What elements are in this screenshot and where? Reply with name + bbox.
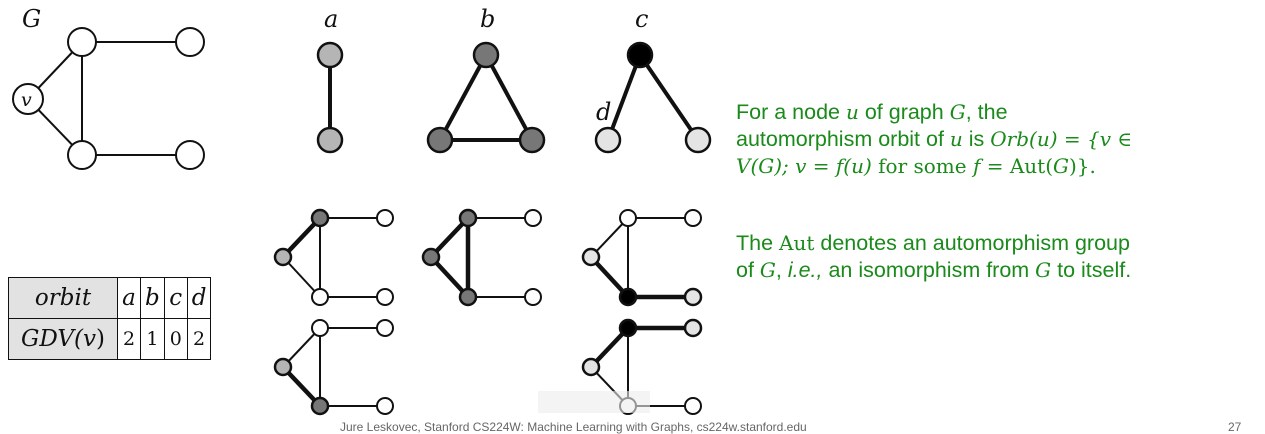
slide-footer: Jure Leskovec, Stanford CS224W: Machine … <box>340 420 807 434</box>
graphlet-label-a: a <box>324 5 338 33</box>
gdv-b: 1 <box>140 318 165 360</box>
gdv-c: 0 <box>163 318 188 360</box>
node <box>67 27 97 57</box>
gdv-header-prefix: GDV( <box>21 326 83 352</box>
graphlet-a: a <box>316 5 344 154</box>
aut-line-1: The Aut denotes an automorphism group <box>736 231 1130 255</box>
definition-line-1: For a node u of graph G, the <box>736 100 1008 124</box>
graphlet-b: b <box>426 5 546 154</box>
orbit-b: b <box>140 277 165 319</box>
orbit-d: d <box>186 277 212 319</box>
graphlet-label-c: c <box>635 5 648 33</box>
embedding-b <box>421 208 542 307</box>
definition-line-2: automorphism orbit of u is Orb(u) = {v ∈ <box>736 127 1133 151</box>
gdv-a: 2 <box>117 318 141 360</box>
watermark <box>538 391 650 413</box>
orbit-gdv-table: orbit a b c d GDV(v) 2 1 0 2 <box>8 277 212 360</box>
vertex-label-v: v <box>21 89 32 111</box>
gdv-header: GDV(v) <box>8 318 118 360</box>
embedding-d-1 <box>581 209 703 307</box>
table-row-gdv: GDV(v) 2 1 0 2 <box>8 318 212 360</box>
node <box>175 27 205 57</box>
definition-line-3: V(G); v = f(u) for some f = Aut(G)}. <box>736 154 1096 178</box>
orbit-header: orbit <box>8 277 118 319</box>
graphlet-label-b: b <box>480 5 495 33</box>
orbit-c: c <box>163 277 188 319</box>
orbit-a: a <box>117 277 141 319</box>
gdv-d: 2 <box>186 318 212 360</box>
graph-g: G v <box>12 5 205 170</box>
embedding-a-2 <box>273 319 394 416</box>
graphlet-label-d: d <box>596 98 611 126</box>
orbit-definition: For a node u of graph G, the automorphis… <box>736 99 1261 180</box>
aut-definition: The Aut denotes an automorphism group of… <box>736 230 1261 284</box>
aut-line-2: of G, i.e., an isomorphism from G to its… <box>736 258 1132 282</box>
graphlet-c: c d <box>594 5 712 154</box>
graph-g-title: G <box>22 5 41 33</box>
node <box>67 140 97 170</box>
gdv-header-var: v <box>83 326 96 352</box>
node <box>175 140 205 170</box>
gdv-header-suffix: ) <box>96 326 105 352</box>
embedding-a-1 <box>273 208 394 306</box>
table-row-orbit: orbit a b c d <box>8 277 212 319</box>
node-v <box>12 83 44 115</box>
page-number: 27 <box>1228 420 1242 434</box>
